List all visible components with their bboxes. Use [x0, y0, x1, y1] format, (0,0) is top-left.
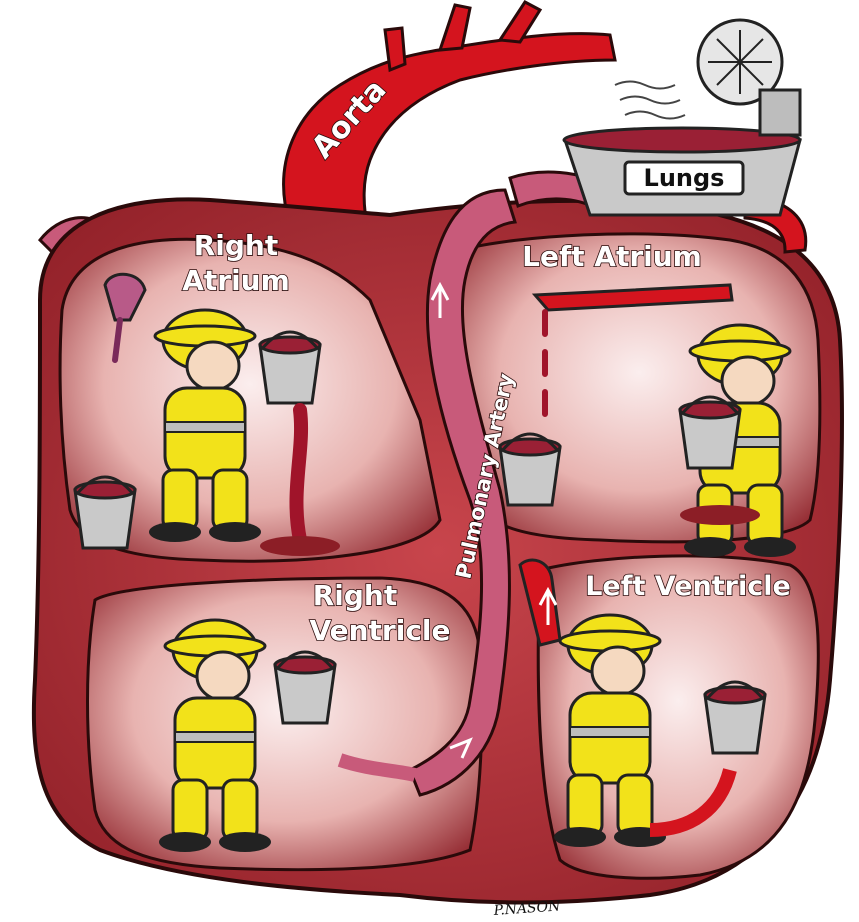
lungs-label: Lungs [644, 164, 725, 192]
aorta-branch [440, 5, 470, 50]
fan-icon [615, 20, 800, 135]
right-ventricle-label-line1: Right [313, 579, 398, 612]
left-atrium-label: Left Atrium [522, 240, 702, 273]
bucket-icon [275, 652, 335, 723]
right-atrium-label-line1: Right [194, 229, 279, 262]
bucket-icon [705, 682, 765, 753]
aorta-branch [385, 28, 405, 70]
signature: P.NASON [492, 898, 561, 919]
left-ventricle-label: Left Ventricle [585, 571, 791, 602]
right-ventricle-label-line2: Ventricle [309, 614, 450, 647]
bucket-icon [680, 397, 740, 468]
bucket-icon [260, 332, 320, 403]
blood-pool [260, 536, 340, 556]
bucket-icon [500, 434, 560, 505]
right-atrium-label-line2: Atrium [182, 264, 290, 297]
blood-pour [296, 410, 301, 540]
bucket-icon [75, 477, 135, 548]
blood-pool [680, 505, 760, 525]
